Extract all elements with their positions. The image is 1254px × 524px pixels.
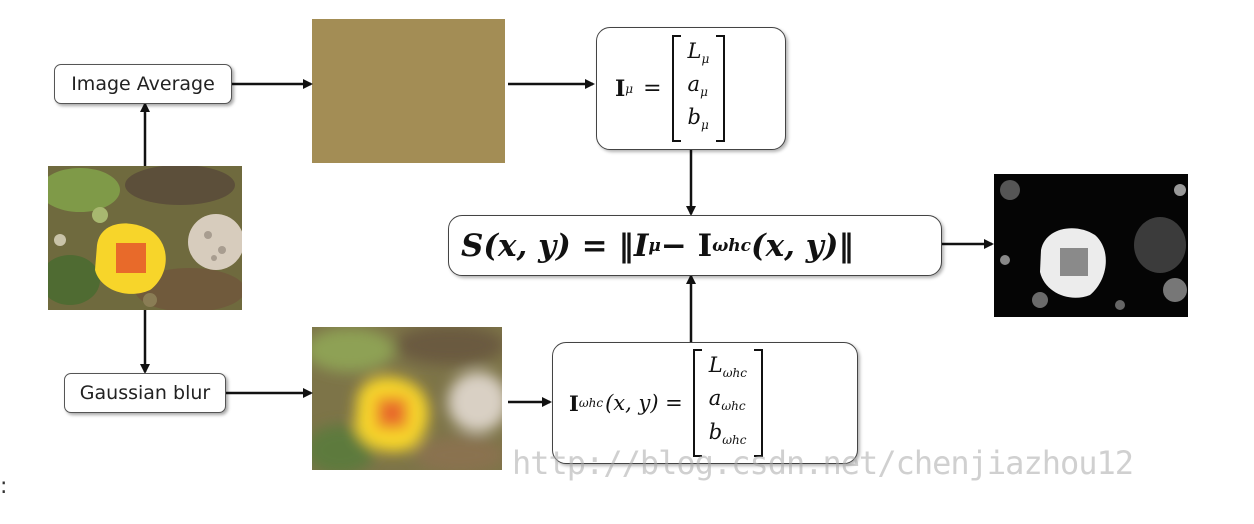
blurred-image xyxy=(312,327,502,470)
watermark-url: http://blog.csdn.net/chenjiazhou12 xyxy=(512,444,1134,482)
mean-vector: Lμ aμ bμ xyxy=(671,34,726,142)
saliency-omega: ωhc xyxy=(712,235,752,256)
mean-equals: = xyxy=(643,76,662,101)
image-average-label: Image Average xyxy=(54,64,232,104)
mean-a: aμ xyxy=(687,71,708,100)
gaussian-blur-label: Gaussian blur xyxy=(64,373,226,413)
mean-b: bμ xyxy=(687,105,709,133)
mean-lhs-sub: μ xyxy=(625,81,634,96)
saliency-tail: (x, y)‖ xyxy=(751,227,854,264)
blur-args: (x, y) = xyxy=(605,391,683,415)
average-color-swatch xyxy=(312,19,505,163)
mean-l: Lμ xyxy=(687,38,710,66)
blur-a: aωhc xyxy=(708,386,746,414)
saliency-map xyxy=(994,174,1188,317)
blur-lhs: I xyxy=(569,390,579,416)
blur-b: bωhc xyxy=(708,419,747,447)
saliency-text: S(x, y) = ‖I xyxy=(461,227,649,264)
blur-lhs-sub: ωhc xyxy=(578,396,604,410)
blur-l: Lωhc xyxy=(708,353,747,381)
original-image xyxy=(48,166,242,310)
stray-colon: : xyxy=(0,474,8,499)
saliency-mu: μ xyxy=(648,235,661,256)
mean-lhs: I xyxy=(615,75,626,102)
saliency-minus: − I xyxy=(660,227,713,264)
blur-vector: Lωhc aωhc bωhc xyxy=(692,349,764,457)
